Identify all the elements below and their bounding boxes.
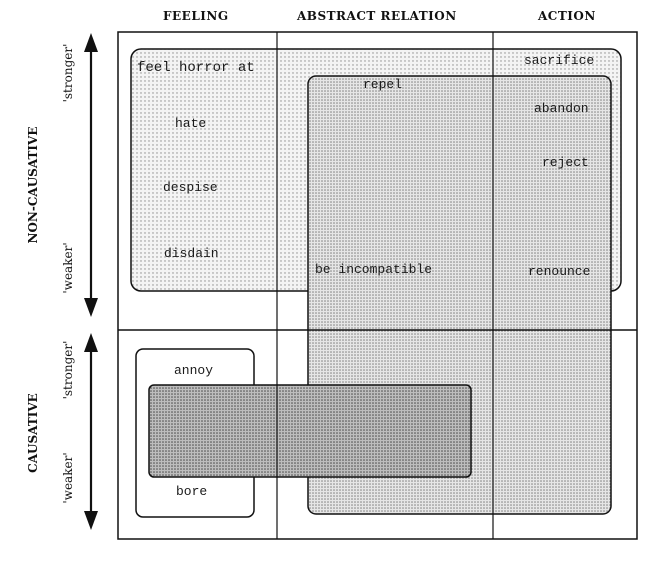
word-annoy: annoy xyxy=(174,363,214,378)
causative-scale-arrow xyxy=(84,333,98,530)
label-stronger-top: 'stronger' xyxy=(61,43,75,103)
word-renounce: renounce xyxy=(528,264,591,279)
word-sacrifice: sacrifice xyxy=(524,53,595,68)
word-reject: reject xyxy=(542,155,589,170)
causative-overlap-bar xyxy=(148,384,472,478)
label-stronger-bottom: 'stronger' xyxy=(61,340,75,400)
word-be-incompatible: be incompatible xyxy=(315,262,433,277)
word-abandon: abandon xyxy=(534,101,589,116)
grid-frame xyxy=(117,31,638,540)
header-feeling: FEELING xyxy=(163,9,229,23)
word-feel-horror-at: feel horror at xyxy=(137,60,255,76)
word-bore: bore xyxy=(176,484,208,499)
label-weaker-top: 'weaker' xyxy=(61,242,75,294)
word-despise: despise xyxy=(163,180,218,195)
word-hate: hate xyxy=(175,116,207,131)
label-weaker-bottom: 'weaker' xyxy=(61,452,75,504)
word-repel: repel xyxy=(363,77,403,92)
header-action: ACTION xyxy=(538,9,596,23)
header-abstract-relation: ABSTRACT RELATION xyxy=(297,9,457,23)
word-disdain: disdain xyxy=(164,246,219,261)
non-causative-scale-arrow xyxy=(84,33,98,317)
label-non-causative: NON-CAUSATIVE xyxy=(26,126,40,244)
label-causative: CAUSATIVE xyxy=(26,393,40,473)
